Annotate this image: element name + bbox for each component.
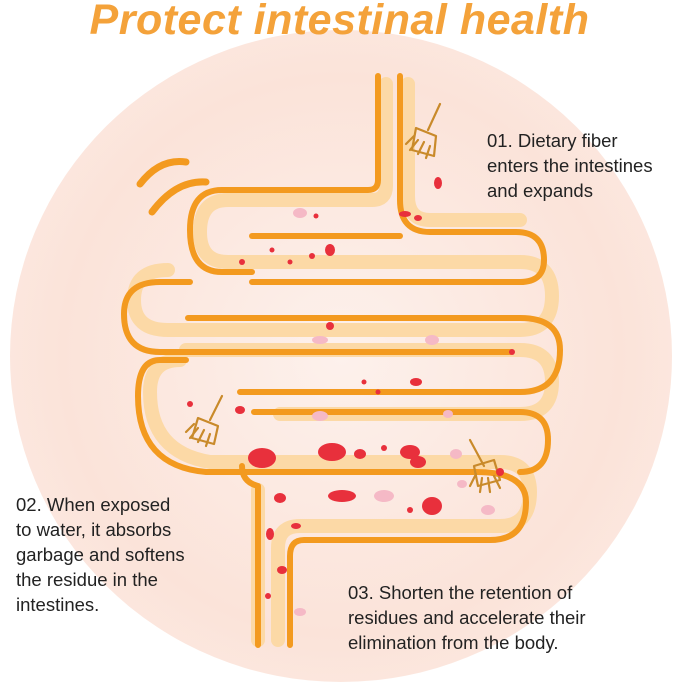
step-3-text: 03. Shorten the retention of residues an… bbox=[348, 580, 648, 655]
step-2-line: the residue in the bbox=[16, 569, 158, 590]
broom-icon bbox=[468, 438, 502, 494]
broom-icon bbox=[404, 102, 442, 160]
step-2-text: 02. When exposed to water, it absorbs ga… bbox=[16, 492, 231, 617]
residue-particles bbox=[187, 177, 515, 599]
step-2-line: garbage and softens bbox=[16, 544, 185, 565]
step-3-line: elimination from the body. bbox=[348, 632, 559, 653]
step-2-line: to water, it absorbs bbox=[16, 519, 172, 540]
step-2-line: 02. When exposed bbox=[16, 494, 171, 515]
broom-icon bbox=[184, 394, 224, 448]
step-2-line: intestines. bbox=[16, 594, 100, 615]
page-title: Protect intestinal health bbox=[89, 0, 590, 44]
step-3-line: residues and accelerate their bbox=[348, 607, 586, 628]
step-3-line: 03. Shorten the retention of bbox=[348, 582, 573, 603]
step-1-line: and expands bbox=[487, 180, 593, 201]
step-1-text: 01. Dietary fiber enters the intestines … bbox=[487, 128, 672, 203]
step-1-line: enters the intestines bbox=[487, 155, 653, 176]
residue-soft-particles bbox=[293, 208, 495, 616]
motion-waves-icon bbox=[136, 157, 210, 216]
intestine-outline bbox=[121, 73, 563, 648]
step-1-line: 01. Dietary fiber bbox=[487, 130, 618, 151]
